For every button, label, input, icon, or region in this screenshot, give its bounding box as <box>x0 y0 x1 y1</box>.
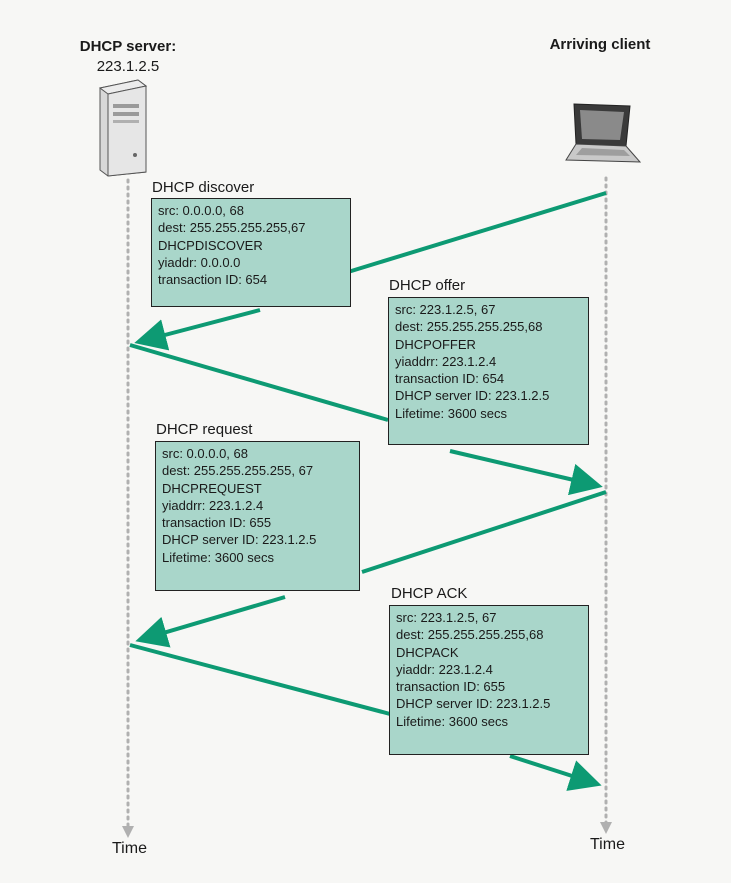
discover-title: DHCP discover <box>152 179 255 196</box>
discover-box: src: 0.0.0.0, 68 dest: 255.255.255.255,6… <box>151 198 351 307</box>
request-line: src: 0.0.0.0, 68 <box>162 446 248 461</box>
discover-line: dest: 255.255.255.255,67 <box>158 220 306 236</box>
request-box: src: 0.0.0.0, 68 dest: 255.255.255.255, … <box>155 441 360 591</box>
laptop-icon <box>565 103 642 163</box>
request-title: DHCP request <box>156 421 253 438</box>
offer-box: src: 223.1.2.5, 67 dest: 255.255.255.255… <box>388 297 589 445</box>
server-icon <box>98 79 148 177</box>
offer-line: transaction ID: 654 <box>395 371 505 387</box>
ack-box: src: 223.1.2.5, 67 dest: 255.255.255.255… <box>389 605 589 755</box>
ack-line: dest: 255.255.255.255,68 <box>396 627 544 643</box>
server-label: DHCP server: <box>79 38 177 55</box>
discover-line: yiaddr: 0.0.0.0 <box>158 254 241 270</box>
ack-line: Lifetime: 3600 secs <box>396 713 509 729</box>
discover-line: transaction ID: 654 <box>158 272 268 288</box>
request-line: transaction ID: 655 <box>162 515 272 531</box>
request-line: dest: 255.255.255.255, 67 <box>162 463 314 479</box>
ack-line: yiaddr: 223.1.2.4 <box>396 661 493 677</box>
server-address: 223.1.2.5 <box>96 58 160 75</box>
request-line: Lifetime: 3600 secs <box>162 549 275 565</box>
ack-line: DHCP server ID: 223.1.2.5 <box>396 696 551 712</box>
client-time-label: Time <box>590 836 625 853</box>
ack-title: DHCP ACK <box>391 585 468 602</box>
ack-line: src: 223.1.2.5, 67 <box>396 610 497 625</box>
client-time-arrowhead <box>600 822 612 834</box>
request-arrow <box>135 490 607 648</box>
client-label: Arriving client <box>549 36 651 53</box>
offer-line: dest: 255.255.255.255,68 <box>395 319 543 335</box>
discover-line: DHCPDISCOVER <box>158 237 263 253</box>
offer-title: DHCP offer <box>389 277 466 294</box>
discover-line: src: 0.0.0.0, 68 <box>158 203 244 218</box>
ack-arrow <box>129 643 602 791</box>
server-time-label: Time <box>112 840 147 857</box>
discover-arrow <box>134 191 607 351</box>
server-time-arrowhead <box>122 826 134 838</box>
offer-line: Lifetime: 3600 secs <box>395 405 508 421</box>
offer-line: yiaddrr: 223.1.2.4 <box>395 353 497 369</box>
ack-line: transaction ID: 655 <box>396 679 506 695</box>
offer-arrow <box>129 343 603 496</box>
request-line: yiaddrr: 223.1.2.4 <box>162 497 264 513</box>
offer-line: DHCPOFFER <box>395 336 476 352</box>
request-line: DHCP server ID: 223.1.2.5 <box>162 532 317 548</box>
offer-line: src: 223.1.2.5, 67 <box>395 302 496 317</box>
ack-line: DHCPACK <box>396 644 459 660</box>
request-line: DHCPREQUEST <box>162 480 262 496</box>
offer-line: DHCP server ID: 223.1.2.5 <box>395 388 550 404</box>
